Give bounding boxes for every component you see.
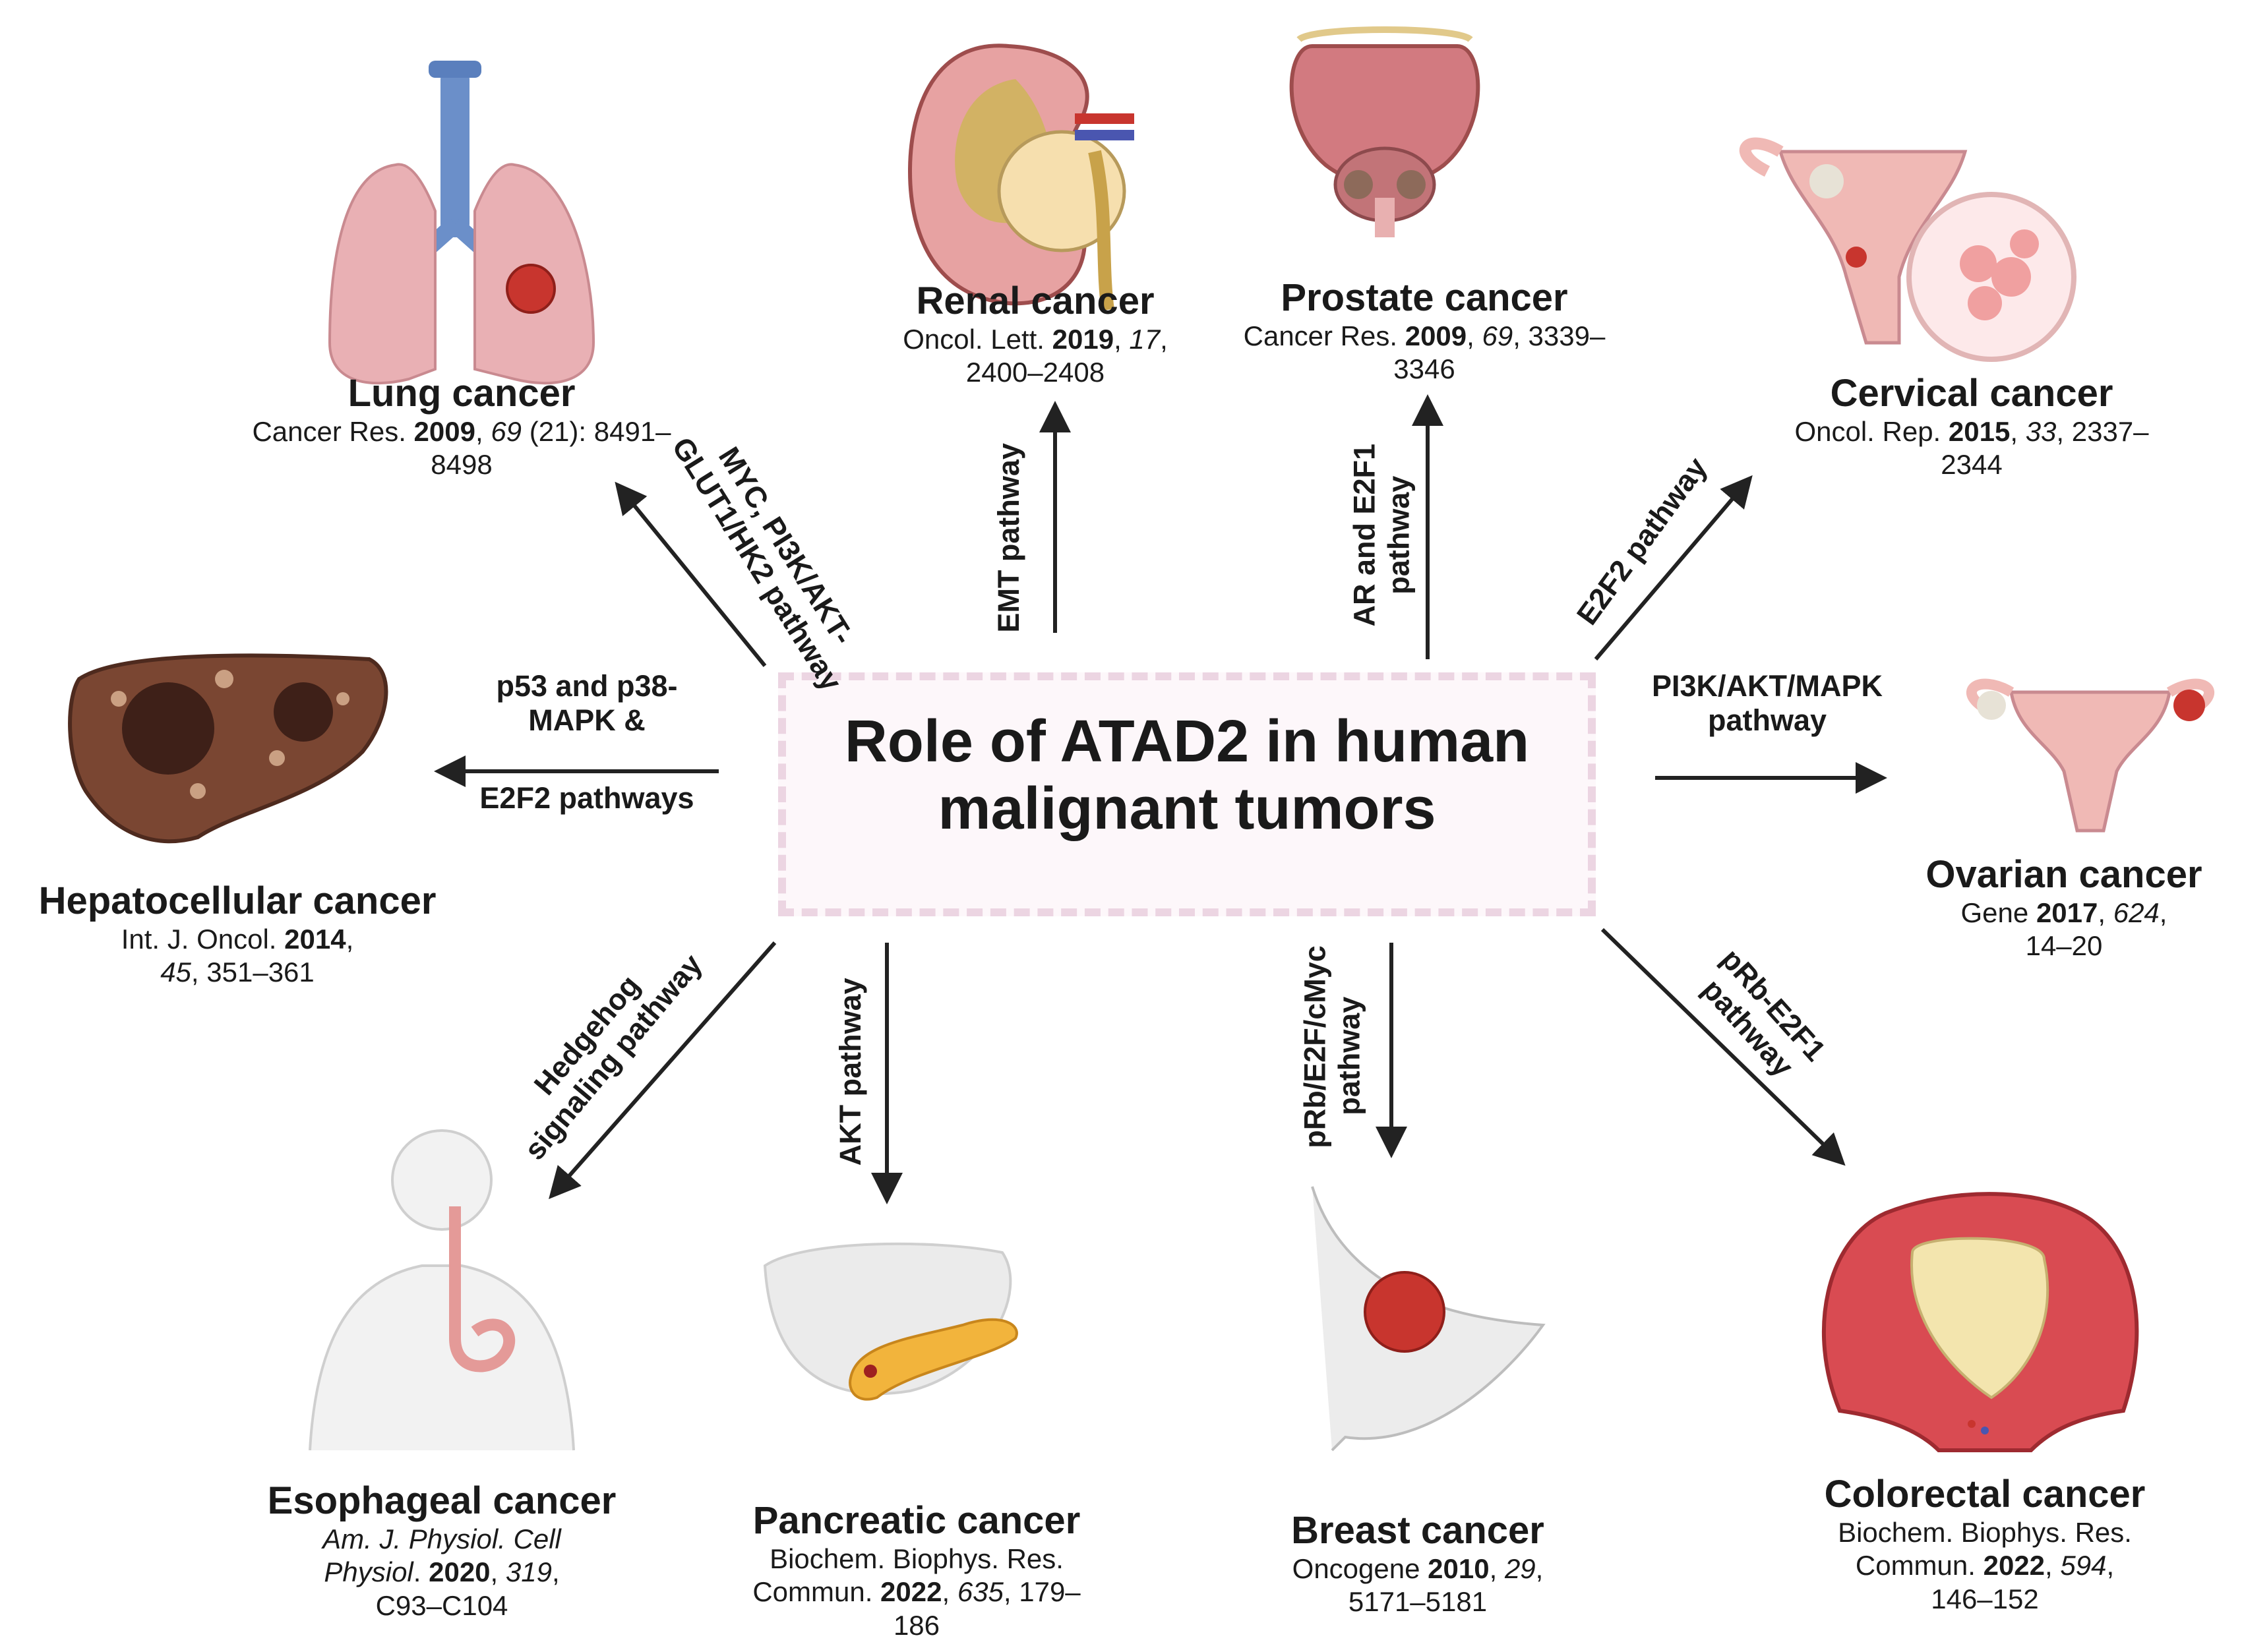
cancer-reference: Oncol. Lett. 2019, 17, 2400–2408 <box>903 323 1168 388</box>
pathway-label-pancreatic: AKT pathway <box>833 978 868 1166</box>
esophagus-illustration <box>309 1129 575 1451</box>
cancer-reference: Int. J. Oncol. 2014, 45, 351–361 <box>121 923 354 988</box>
cancer-label-cervical: Cervical cancer Oncol. Rep. 2015, 33, 23… <box>1774 372 2169 482</box>
cancer-label-pancreatic: Pancreatic cancer Biochem. Biophys. Res.… <box>699 1499 1134 1642</box>
pathway-label-breast: pRb/E2F/cMyc pathway <box>1298 945 1366 1148</box>
cancer-name: Hepatocellular cancer <box>38 879 437 922</box>
cancer-name: Ovarian cancer <box>1925 853 2202 896</box>
cancer-label-lung: Lung cancer Cancer Res. 2009, 69 (21): 8… <box>251 372 673 482</box>
cancer-reference: Cancer Res. 2009, 69, 3339–3346 <box>1243 320 1606 385</box>
arrow-to-esophageal <box>549 941 777 1200</box>
cancer-name: Cervical cancer <box>1830 372 2113 415</box>
colon-illustration <box>1822 1192 2139 1452</box>
uterus-cervical-illustration <box>1739 137 2076 362</box>
cancer-name: Pancreatic cancer <box>752 1499 1081 1542</box>
cancer-reference: Oncogene 2010, 29, 5171–5181 <box>1292 1552 1544 1618</box>
pathway-label-hepato-bottom: E2F2 pathways <box>479 781 694 815</box>
cancer-label-ovarian: Ovarian cancer Gene 2017, 624, 14–20 <box>1899 853 2229 963</box>
cancer-name: Lung cancer <box>348 372 576 415</box>
cancer-label-esophageal: Esophageal cancer Am. J. Physiol. Cell P… <box>224 1479 659 1622</box>
cancer-label-colorectal: Colorectal cancer Biochem. Biophys. Res.… <box>1780 1473 2189 1616</box>
cancer-reference: Biochem. Biophys. Res. Commun. 2022, 594… <box>1838 1516 2132 1614</box>
pathway-label-ovarian: PI3K/AKT/MAPK pathway <box>1651 669 1883 737</box>
breast-illustration <box>1311 1186 1546 1452</box>
pancreas-illustration <box>763 1242 1018 1401</box>
cancer-reference: Am. J. Physiol. Cell Physiol. 2020, 319,… <box>322 1523 561 1621</box>
lungs-illustration <box>328 61 595 385</box>
pathway-label-hepato-top: p53 and p38-MAPK & <box>496 669 678 737</box>
diagram-title: Role of ATAD2 in human malignant tumors <box>844 709 1530 842</box>
cancer-name: Prostate cancer <box>1281 276 1568 319</box>
cancer-name: Colorectal cancer <box>1824 1473 2146 1516</box>
cancer-name: Esophageal cancer <box>267 1479 617 1522</box>
kidney-illustration <box>907 44 1134 311</box>
cancer-label-hepato: Hepatocellular cancer Int. J. Oncol. 201… <box>7 879 468 989</box>
cancer-name: Breast cancer <box>1291 1509 1544 1552</box>
title-box <box>778 672 1596 916</box>
arrow-to-lung <box>615 481 767 667</box>
uterus-ovarian-illustration <box>1966 678 2214 833</box>
cancer-reference: Gene 2017, 624, 14–20 <box>1960 897 2167 962</box>
prostate-illustration <box>1289 26 1480 237</box>
cancer-name: Renal cancer <box>916 280 1155 322</box>
arrow-to-cervical <box>1594 475 1753 661</box>
cancer-label-renal: Renal cancer Oncol. Lett. 2019, 17, 2400… <box>864 280 1207 390</box>
cancer-reference: Cancer Res. 2009, 69 (21): 8491–8498 <box>252 415 671 481</box>
cancer-reference: Oncol. Rep. 2015, 33, 2337–2344 <box>1794 415 2149 481</box>
liver-illustration <box>68 653 388 844</box>
cancer-label-breast: Breast cancer Oncogene 2010, 29, 5171–51… <box>1233 1509 1602 1619</box>
cancer-label-prostate: Prostate cancer Cancer Res. 2009, 69, 33… <box>1240 276 1609 386</box>
pathway-label-prostate: AR and E2F1 pathway <box>1347 443 1415 627</box>
cancer-reference: Biochem. Biophys. Res. Commun. 2022, 635… <box>752 1543 1081 1641</box>
arrow-to-colorectal <box>1600 928 1846 1166</box>
pathway-label-renal: EMT pathway <box>992 443 1026 633</box>
